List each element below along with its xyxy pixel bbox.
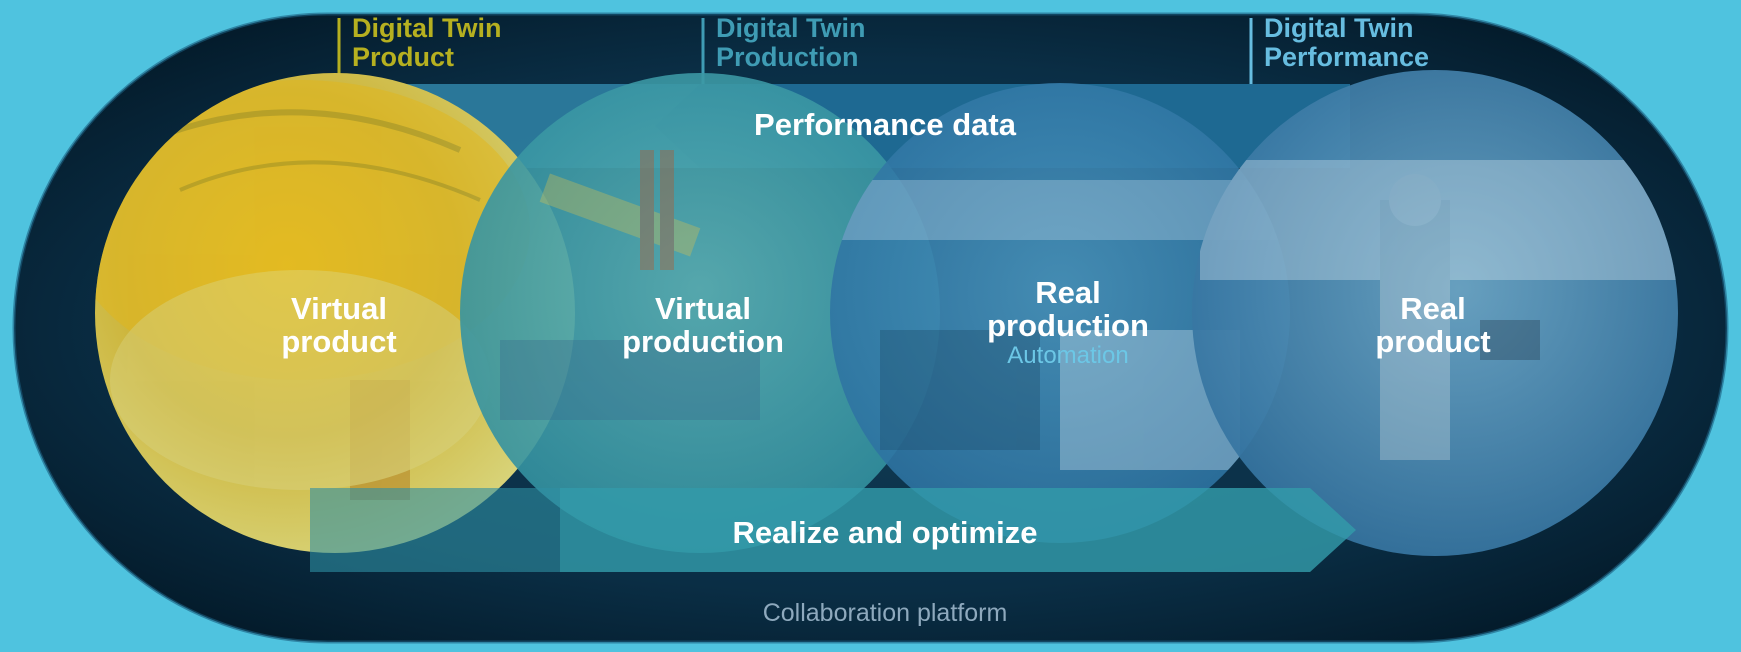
header-digital-twin-performance: Digital Twin Performance (1264, 13, 1430, 73)
real-product-label: Real product (1375, 291, 1491, 360)
header-digital-twin-product: Digital Twin Product (352, 13, 502, 73)
automation-label: Automation (1007, 341, 1129, 369)
real-production-circle (830, 83, 1290, 543)
virtual-production-label: Virtual production (622, 291, 784, 360)
header-digital-twin-production: Digital Twin Production (716, 13, 866, 73)
collaboration-platform-label: Collaboration platform (762, 599, 1008, 627)
virtual-production-circle (460, 73, 940, 553)
real-product-circle (1192, 70, 1678, 556)
real-production-label: Real production Automation (987, 275, 1149, 369)
realize-optimize-label: Realize and optimize (732, 515, 1038, 550)
performance-data-label: Performance data (754, 107, 1016, 142)
virtual-product-label: Virtual product (281, 291, 397, 360)
